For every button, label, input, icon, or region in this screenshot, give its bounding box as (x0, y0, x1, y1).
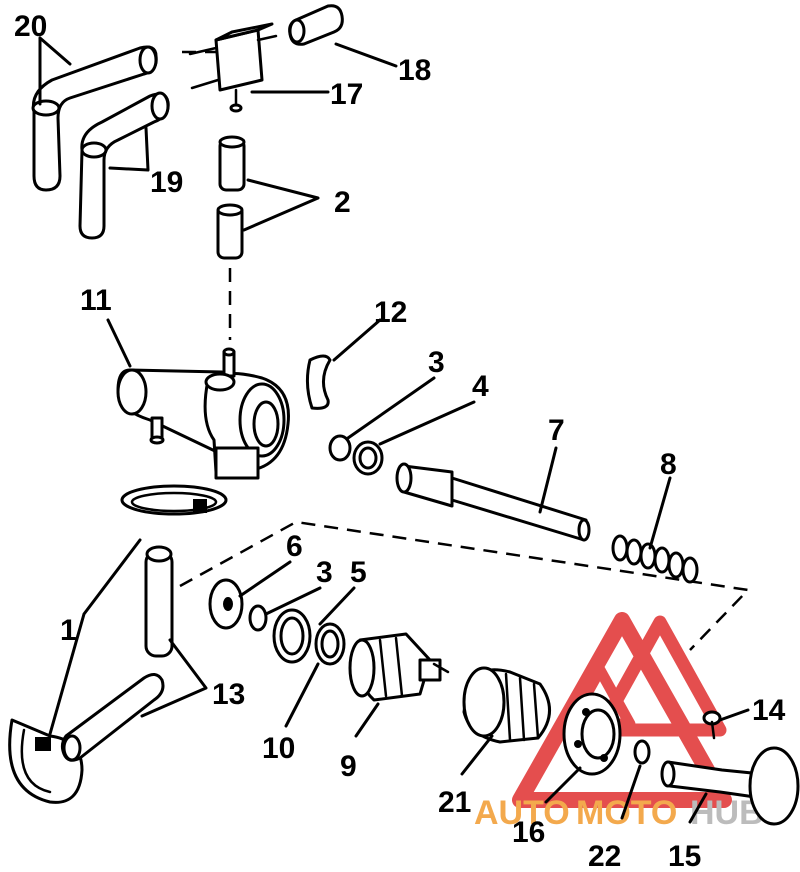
part-15-primer-stem (660, 746, 800, 826)
part-4-o-ring (352, 440, 384, 476)
part-12-retaining-clip (305, 354, 332, 410)
callout-12: 12 (374, 296, 407, 329)
callout-16: 16 (512, 816, 545, 849)
part-3-o-ring-upper (328, 434, 352, 462)
callout-15: 15 (668, 840, 701, 872)
callout-17: 17 (330, 78, 363, 111)
callout-20: 20 (14, 10, 47, 43)
callout-4: 4 (472, 370, 489, 403)
callout-19: 19 (150, 166, 183, 199)
callout-22: 22 (588, 840, 621, 872)
part-2-hose-lower (216, 203, 244, 260)
part-17-manifold (188, 22, 278, 113)
callout-9: 9 (340, 750, 357, 783)
watermark-auto: AUTO (474, 794, 570, 832)
callout-10: 10 (262, 732, 295, 765)
part-18-plug (288, 4, 344, 46)
callout-3-lower: 3 (316, 556, 333, 589)
callout-18: 18 (398, 54, 431, 87)
callout-14: 14 (752, 694, 786, 727)
part-2-hose-upper (218, 135, 246, 192)
part-8-spring (611, 534, 699, 584)
callout-6: 6 (286, 530, 303, 563)
part-7-plunger (395, 462, 591, 542)
part-5-seal-ring (314, 622, 346, 666)
assembly-dashline-bracket (179, 520, 751, 651)
callout-3-upper: 3 (428, 346, 445, 379)
part-14-screw (702, 710, 722, 740)
callout-13: 13 (212, 678, 245, 711)
part-6-washer (208, 578, 244, 630)
part-22-o-ring (633, 739, 651, 765)
part-21-threaded-fitting (462, 666, 551, 744)
callout-11: 11 (80, 284, 112, 317)
leader-lines (38, 36, 750, 824)
part-1-hose-clamp-upper (120, 484, 228, 516)
callout-7: 7 (548, 414, 565, 447)
watermark-moto: MOTO (576, 794, 677, 832)
part-20-elbow-hose (31, 45, 158, 192)
part-11-pump-body (116, 347, 290, 480)
callout-21: 21 (438, 786, 471, 819)
part-3-o-ring-lower (248, 604, 268, 632)
part-10-seal-ring (272, 608, 312, 664)
callout-2: 2 (334, 186, 351, 219)
part-16-diaphragm (562, 692, 622, 776)
callout-labels: 20 18 17 19 2 11 12 3 4 7 8 6 3 5 1 13 1… (14, 10, 786, 872)
part-13-hose-lower (60, 673, 165, 762)
callout-8: 8 (660, 448, 677, 481)
part-13-hose-upper (144, 545, 174, 658)
callout-5: 5 (350, 556, 367, 589)
part-19-elbow-hose (78, 91, 170, 240)
callout-1: 1 (60, 614, 77, 647)
part-9-check-valve (348, 632, 450, 702)
